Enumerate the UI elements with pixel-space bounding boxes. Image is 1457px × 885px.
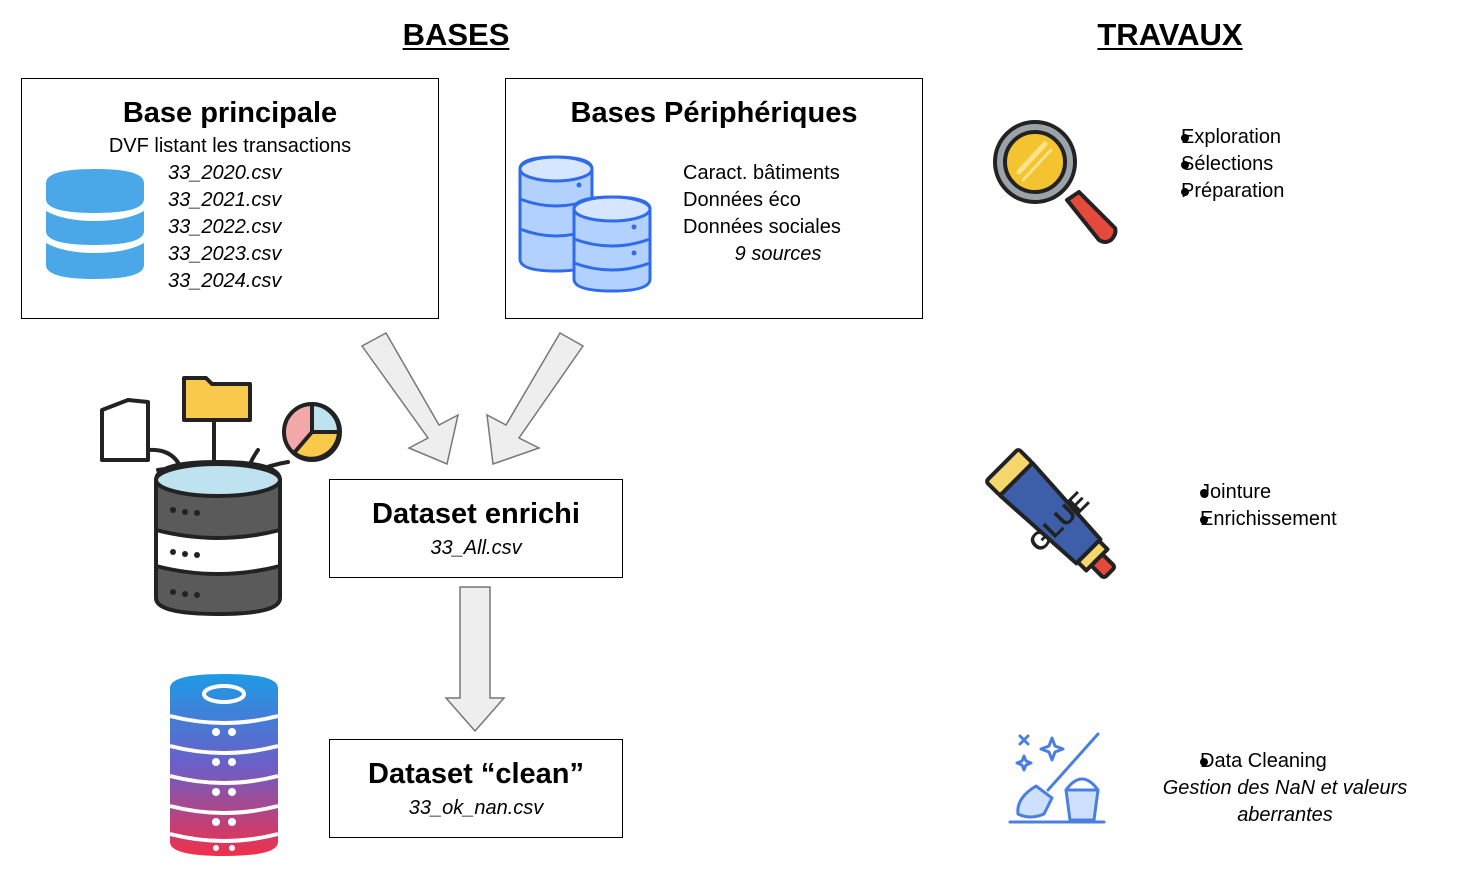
travaux-item: Jointure xyxy=(1148,479,1337,506)
data-server-icon xyxy=(100,376,342,616)
dataset-enrichi-box: Dataset enrichi 33_All.csv xyxy=(329,479,623,578)
peripheral-item: Données éco xyxy=(683,189,801,211)
base-principale-subtitle: DVF listant les transactions xyxy=(108,135,352,157)
peripheral-item: Caract. bâtiments xyxy=(683,162,840,184)
dataset-enrichi-file: 33_All.csv xyxy=(430,537,522,559)
travaux-item: Préparation xyxy=(1128,178,1284,205)
bases-peripheriques-box: Bases Périphériques Caract. bâtiments Do… xyxy=(505,78,923,319)
cleaning-detail: Gestion des NaN et valeurs aberrantes xyxy=(1162,777,1408,826)
dataset-clean-title: Dataset “clean” xyxy=(368,758,584,790)
clean-database-icon xyxy=(169,674,279,856)
file-item: 33_2022.csv xyxy=(168,216,282,238)
bases-heading: BASES xyxy=(402,17,510,52)
file-item: 33_2021.csv xyxy=(168,189,282,211)
travaux-heading: TRAVAUX xyxy=(1097,17,1243,52)
travaux-item-label: Sélections xyxy=(1181,153,1274,175)
jointure-list: Jointure Enrichissement xyxy=(1148,479,1337,533)
exploration-list: Exploration Sélections Préparation xyxy=(1128,124,1284,205)
file-item: 33_2020.csv xyxy=(168,162,282,184)
travaux-item-label: Data Cleaning xyxy=(1200,750,1327,772)
dataset-clean-box: Dataset “clean” 33_ok_nan.csv xyxy=(329,739,623,838)
travaux-item-label: Exploration xyxy=(1181,126,1282,148)
file-list: 33_2020.csv 33_2021.csv 33_2022.csv 33_2… xyxy=(168,160,281,295)
dataset-enrichi-title: Dataset enrichi xyxy=(372,498,580,530)
cleaning-list: Data Cleaning xyxy=(1140,748,1430,775)
database-icon xyxy=(46,169,144,279)
base-principale-title: Base principale xyxy=(122,97,338,129)
travaux-item-label: Enrichissement xyxy=(1200,508,1337,530)
peripheral-list: Caract. bâtiments Données éco Données so… xyxy=(683,160,841,241)
travaux-item: Enrichissement xyxy=(1148,506,1337,533)
broom-bucket-icon xyxy=(1008,732,1106,824)
glue-tube-icon: GLUE xyxy=(985,448,1117,580)
travaux-item-label: Préparation xyxy=(1181,180,1285,202)
travaux-item-label: Jointure xyxy=(1200,481,1272,503)
magnifier-icon xyxy=(993,120,1118,244)
file-item: 33_2024.csv xyxy=(168,270,282,292)
sources-count: 9 sources xyxy=(734,243,822,265)
stacked-databases-icon xyxy=(518,155,652,293)
base-principale-box: Base principale DVF listant les transact… xyxy=(21,78,439,319)
cleaning-block: Data Cleaning Gestion des NaN et valeurs… xyxy=(1140,748,1430,829)
peripheral-item: Données sociales xyxy=(683,216,841,238)
travaux-item: Exploration xyxy=(1128,124,1284,151)
file-item: 33_2023.csv xyxy=(168,243,282,265)
travaux-item: Data Cleaning xyxy=(1140,748,1430,775)
dataset-clean-file: 33_ok_nan.csv xyxy=(408,797,544,819)
travaux-item: Sélections xyxy=(1128,151,1284,178)
bases-peripheriques-title: Bases Périphériques xyxy=(570,97,858,129)
